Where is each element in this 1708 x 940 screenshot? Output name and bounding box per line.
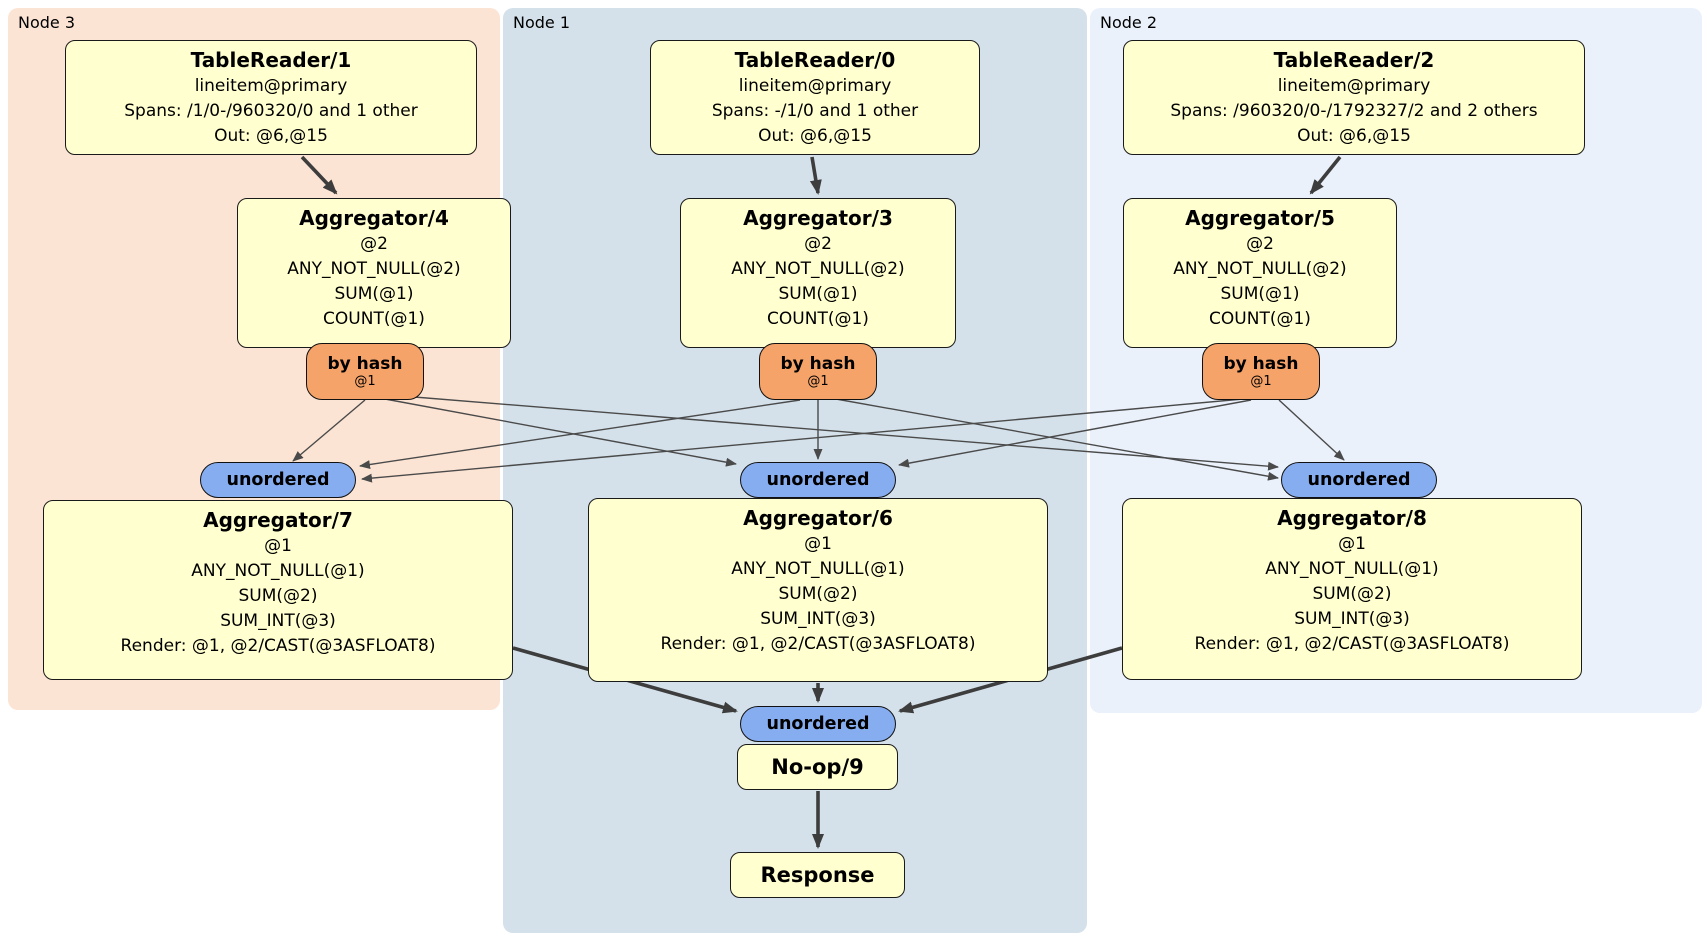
processor-line: ANY_NOT_NULL(@2) (731, 259, 905, 279)
processor-line: ANY_NOT_NULL(@1) (1265, 559, 1439, 579)
processor-line: SUM_INT(@3) (220, 611, 336, 631)
processor-line: @1 (264, 536, 292, 556)
processor-title: Aggregator/4 (299, 206, 449, 230)
edge-arrow (898, 399, 1252, 468)
processor-line: lineitem@primary (738, 76, 892, 96)
processor-title: Aggregator/6 (743, 506, 893, 530)
processor-aggregator-5: Aggregator/5 @2 ANY_NOT_NULL(@2) SUM(@1)… (1123, 198, 1397, 348)
stream-unordered-middle: unordered (740, 462, 896, 498)
processor-line: Spans: -/1/0 and 1 other (711, 101, 919, 121)
processor-line: ANY_NOT_NULL(@1) (731, 559, 905, 579)
processor-line: SUM(@1) (778, 284, 858, 304)
processor-line: SUM(@2) (1312, 584, 1392, 604)
edge-arrow (1309, 155, 1342, 195)
processor-line: Spans: /960320/0-/1792327/2 and 2 others (1170, 101, 1538, 121)
edge-arrow (1278, 399, 1345, 461)
processor-line: Render: @1, @2/CAST(@3ASFLOAT8) (660, 634, 976, 654)
processor-title: Response (760, 863, 875, 887)
router-key: @1 (354, 374, 376, 389)
processor-title: Aggregator/3 (743, 206, 893, 230)
processor-line: Out: @6,@15 (1297, 126, 1411, 146)
processor-line: ANY_NOT_NULL(@1) (191, 561, 365, 581)
router-label: by hash (1223, 354, 1299, 374)
edge-arrow (300, 155, 338, 195)
processor-title: TableReader/0 (734, 48, 896, 72)
processor-line: @1 (804, 534, 832, 554)
edge-arrow (401, 395, 1279, 471)
processor-line: Spans: /1/0-/960320/0 and 1 other (124, 101, 418, 121)
node2-label: Node 2 (1100, 13, 1158, 32)
stream-label: unordered (1307, 470, 1411, 490)
processor-line: SUM(@2) (778, 584, 858, 604)
stream-label: unordered (766, 470, 870, 490)
edge-arrow (361, 398, 1244, 483)
edge-arrow (835, 398, 1279, 481)
node1-label: Node 1 (513, 13, 571, 32)
stream-unordered-left: unordered (200, 462, 356, 498)
processor-tablereader-2: TableReader/2 lineitem@primary Spans: /9… (1123, 40, 1585, 155)
edge-arrow (359, 399, 801, 469)
router-label: by hash (780, 354, 856, 374)
stream-unordered-final: unordered (740, 706, 896, 742)
processor-line: lineitem@primary (194, 76, 348, 96)
processor-line: SUM(@2) (238, 586, 318, 606)
processor-line: @1 (1338, 534, 1366, 554)
processor-aggregator-7: Aggregator/7 @1 ANY_NOT_NULL(@1) SUM(@2)… (43, 500, 513, 680)
router-by-hash-3: by hash @1 (759, 343, 877, 400)
edge-arrow (292, 399, 366, 462)
stream-unordered-right: unordered (1281, 462, 1437, 498)
processor-line: @2 (1246, 234, 1274, 254)
router-label: by hash (327, 354, 403, 374)
processor-line: Render: @1, @2/CAST(@3ASFLOAT8) (1194, 634, 1510, 654)
processor-title: Aggregator/7 (203, 508, 353, 532)
processor-line: ANY_NOT_NULL(@2) (287, 259, 461, 279)
processor-line: Render: @1, @2/CAST(@3ASFLOAT8) (120, 636, 436, 656)
router-by-hash-5: by hash @1 (1202, 343, 1320, 400)
processor-line: lineitem@primary (1277, 76, 1431, 96)
processor-aggregator-3: Aggregator/3 @2 ANY_NOT_NULL(@2) SUM(@1)… (680, 198, 956, 348)
processor-line: SUM(@1) (1220, 284, 1300, 304)
edge-arrow (384, 398, 737, 467)
processor-line: Out: @6,@15 (758, 126, 872, 146)
processor-aggregator-8: Aggregator/8 @1 ANY_NOT_NULL(@1) SUM(@2)… (1122, 498, 1582, 680)
processor-title: No-op/9 (771, 755, 864, 779)
processor-tablereader-1: TableReader/1 lineitem@primary Spans: /1… (65, 40, 477, 155)
processor-line: SUM(@1) (334, 284, 414, 304)
processor-line: SUM_INT(@3) (760, 609, 876, 629)
processor-noop-9: No-op/9 (737, 744, 898, 790)
processor-line: @2 (360, 234, 388, 254)
processor-line: SUM_INT(@3) (1294, 609, 1410, 629)
stream-label: unordered (766, 714, 870, 734)
processor-line: @2 (804, 234, 832, 254)
processor-line: ANY_NOT_NULL(@2) (1173, 259, 1347, 279)
processor-line: COUNT(@1) (767, 309, 869, 329)
processor-title: TableReader/2 (1273, 48, 1435, 72)
processor-title: Aggregator/5 (1185, 206, 1335, 230)
response-box: Response (730, 852, 905, 898)
processor-aggregator-6: Aggregator/6 @1 ANY_NOT_NULL(@1) SUM(@2)… (588, 498, 1048, 682)
router-key: @1 (807, 374, 829, 389)
router-key: @1 (1250, 374, 1272, 389)
processor-title: Aggregator/8 (1277, 506, 1427, 530)
processor-tablereader-0: TableReader/0 lineitem@primary Spans: -/… (650, 40, 980, 155)
node3-label: Node 3 (18, 13, 76, 32)
router-by-hash-4: by hash @1 (306, 343, 424, 400)
stream-label: unordered (226, 470, 330, 490)
processor-line: COUNT(@1) (1209, 309, 1311, 329)
processor-line: COUNT(@1) (323, 309, 425, 329)
processor-title: TableReader/1 (190, 48, 352, 72)
processor-aggregator-4: Aggregator/4 @2 ANY_NOT_NULL(@2) SUM(@1)… (237, 198, 511, 348)
edge-arrow (809, 156, 822, 195)
processor-line: Out: @6,@15 (214, 126, 328, 146)
